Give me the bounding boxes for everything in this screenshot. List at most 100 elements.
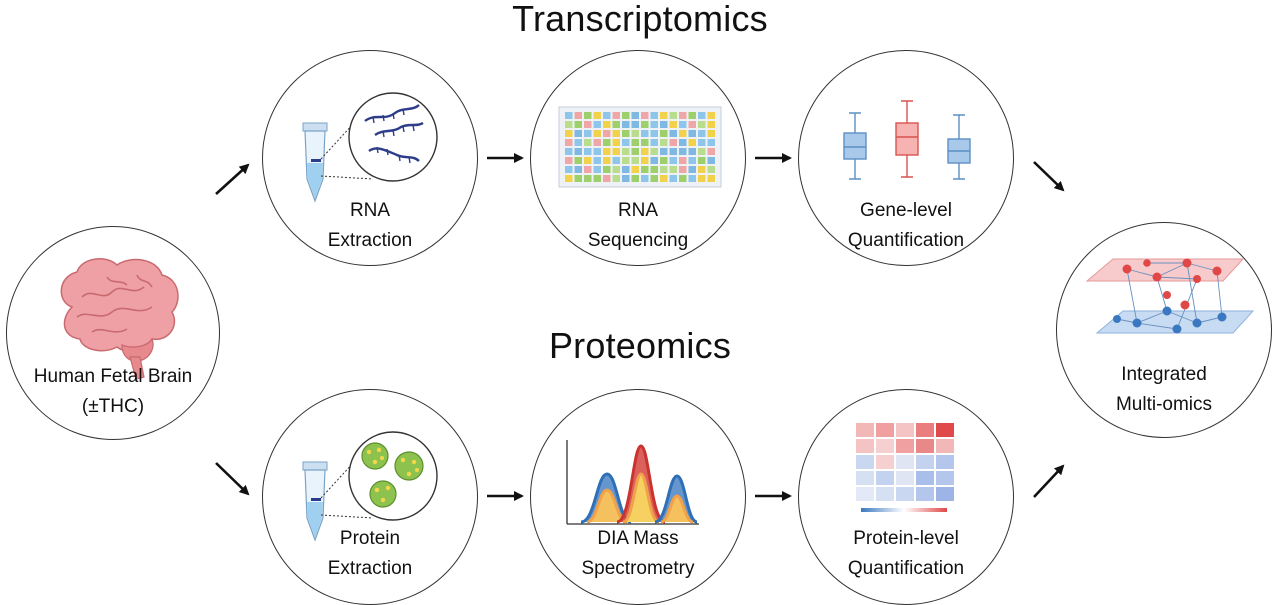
sequence-cell: [698, 121, 706, 128]
sequence-cell: [565, 121, 573, 128]
sequence-cell: [650, 112, 658, 119]
sequence-cell: [707, 139, 715, 146]
sequence-cell: [698, 175, 706, 182]
rna-sequencing-label-line2: Sequencing: [587, 230, 689, 251]
sequence-cell: [688, 166, 696, 173]
brain-icon: [60, 258, 179, 380]
proteomics-title: Proteomics: [548, 325, 732, 366]
sequence-cell: [593, 148, 601, 155]
sequence-cell: [593, 130, 601, 137]
heatmap-cell: [856, 423, 874, 437]
sequence-cell: [622, 175, 630, 182]
sequence-cell: [669, 166, 677, 173]
integrated-label-line2: Multi-omics: [1115, 394, 1213, 415]
sequence-cell: [612, 157, 620, 164]
sequence-cell: [574, 139, 582, 146]
sequence-cell: [622, 166, 630, 173]
heatmap-cell: [876, 487, 894, 501]
sequence-cell: [631, 121, 639, 128]
heatmap-cell: [856, 455, 874, 469]
sequence-cell: [631, 157, 639, 164]
heatmap-cell: [876, 439, 894, 453]
heatmap-cell: [936, 423, 954, 437]
sequence-cell: [612, 175, 620, 182]
sequence-cell: [698, 157, 706, 164]
sequence-cell: [584, 112, 592, 119]
heatmap-cell: [936, 487, 954, 501]
heatmap-cell: [876, 423, 894, 437]
sequence-cell: [679, 112, 687, 119]
sequence-cell: [679, 148, 687, 155]
sequence-cell: [641, 175, 649, 182]
sequence-cell: [650, 148, 658, 155]
heatmap-cell: [916, 487, 934, 501]
heatmap-icon: [856, 423, 954, 512]
sequence-cell: [641, 157, 649, 164]
sequence-cell: [688, 130, 696, 137]
sequence-cell: [688, 157, 696, 164]
heatmap-cell: [896, 439, 914, 453]
sequence-cell: [631, 175, 639, 182]
sequence-cell: [660, 121, 668, 128]
sequence-cell: [622, 157, 630, 164]
boxplot-icon: [843, 100, 971, 180]
sequence-cell: [603, 166, 611, 173]
heatmap-cell: [916, 439, 934, 453]
sequence-cell: [679, 139, 687, 146]
sequence-cell: [574, 112, 582, 119]
sequence-cell: [679, 121, 687, 128]
arrow-brain-to-rna: [215, 163, 250, 195]
sequence-cell: [707, 148, 715, 155]
sequence-cell: [584, 175, 592, 182]
sequence-cell: [565, 166, 573, 173]
sequence-cell: [688, 175, 696, 182]
sequence-cell: [688, 112, 696, 119]
sequence-cell: [707, 166, 715, 173]
sequence-cell: [650, 130, 658, 137]
sequence-cell: [698, 166, 706, 173]
sequence-cell: [593, 139, 601, 146]
sequence-cell: [622, 112, 630, 119]
node-protein-extraction: Protein Extraction: [262, 389, 478, 605]
sequence-cell: [593, 157, 601, 164]
heatmap-cell: [856, 487, 874, 501]
heatmap-cell: [896, 455, 914, 469]
arrow-gene-quant-to-integrated: [1033, 161, 1065, 192]
protein-quant-label-line1: Protein-level: [853, 528, 959, 549]
sequence-cell: [707, 175, 715, 182]
sequence-cell: [660, 175, 668, 182]
heatmap-colorbar: [861, 508, 947, 512]
sequence-cell: [593, 112, 601, 119]
sequence-cell: [641, 148, 649, 155]
heatmap-cell: [916, 423, 934, 437]
heatmap-cell: [856, 471, 874, 485]
sequence-cell: [565, 148, 573, 155]
node-rna-sequencing: RNA Sequencing: [530, 50, 746, 266]
gene-quant-label-line1: Gene-level: [860, 200, 952, 221]
heatmap-cell: [876, 471, 894, 485]
sequence-cell: [707, 157, 715, 164]
sequence-cell: [669, 112, 677, 119]
sequence-cell: [612, 139, 620, 146]
sequence-cell: [593, 121, 601, 128]
sequence-cell: [584, 157, 592, 164]
integrated-label-line1: Integrated: [1121, 364, 1207, 385]
arrow-brain-to-protein: [215, 462, 250, 496]
sequence-cell: [631, 130, 639, 137]
sequence-cell: [574, 148, 582, 155]
sequence-grid-icon: [558, 106, 722, 188]
protein-extraction-label-line2: Extraction: [327, 558, 413, 579]
rna-sequencing-label-line1: RNA: [617, 200, 659, 221]
node-human-fetal-brain: Human Fetal Brain (±THC): [6, 226, 220, 440]
sequence-cell: [650, 139, 658, 146]
heatmap-cell: [896, 423, 914, 437]
sequence-cell: [641, 130, 649, 137]
sequence-cell: [565, 157, 573, 164]
sequence-cell: [679, 175, 687, 182]
sequence-cell: [603, 130, 611, 137]
brain-label-line1: Human Fetal Brain: [33, 366, 193, 387]
tube-rna-icon: [302, 92, 438, 203]
sequence-cell: [698, 112, 706, 119]
sequence-cell: [698, 130, 706, 137]
heatmap-cell: [856, 439, 874, 453]
